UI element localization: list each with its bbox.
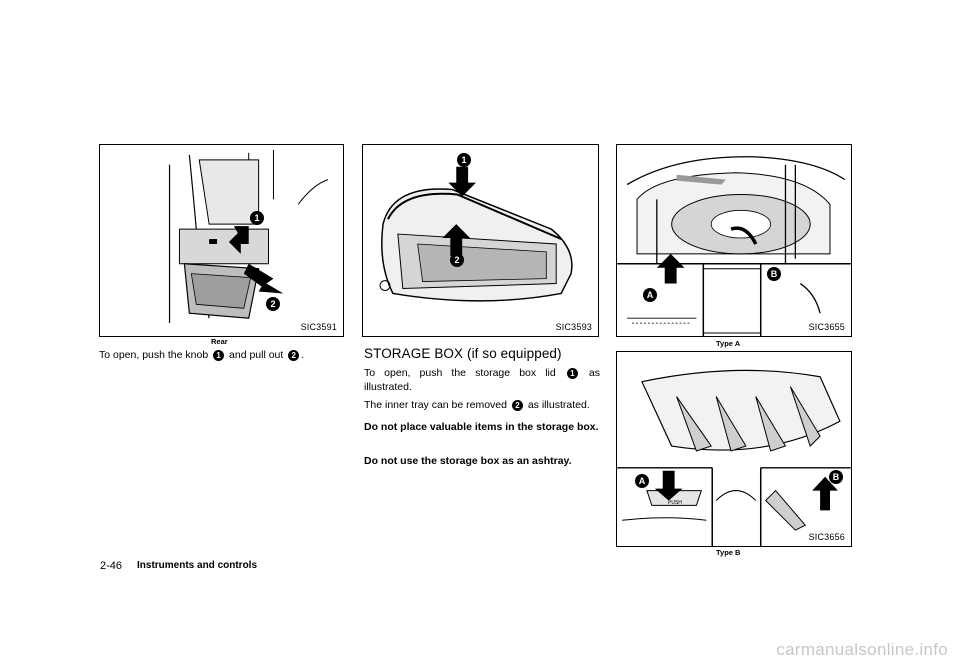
callout-a-badge: A <box>643 288 657 302</box>
figure-rear-ashtray: 1 2 SIC3591 <box>99 144 344 337</box>
storage-box-illustration <box>379 166 573 302</box>
callout-1-inline: 1 <box>213 349 225 361</box>
figure-code: SIC3656 <box>808 532 845 542</box>
callout-2-inline: 2 <box>511 399 523 411</box>
storage-warning-2: Do not use the storage box as an ashtray… <box>364 455 572 467</box>
figure-code: SIC3655 <box>808 322 845 332</box>
section-title: Instruments and controls <box>137 560 258 571</box>
rear-instructions: To open, push the knob 1 and pull out 2. <box>99 348 349 362</box>
rear-ashtray-illustration <box>168 149 329 324</box>
callout-1-badge: 1 <box>250 211 264 225</box>
callout-2-inline: 2 <box>288 349 300 361</box>
figure-code: SIC3591 <box>300 322 337 332</box>
callout-1-badge: 1 <box>457 153 471 167</box>
figure-type-a: A B SIC3655 <box>616 144 852 337</box>
storage-paragraph-1: To open, push the storage box lid 1 as i… <box>364 366 600 394</box>
figure-caption-rear: Rear <box>211 337 228 346</box>
storage-warning-1: Do not place valuable items in the stora… <box>364 421 599 433</box>
type-a-illustration <box>617 156 851 336</box>
watermark: carmanualsonline.info <box>776 640 948 659</box>
storage-p1-after: as illustrated. <box>364 367 600 393</box>
storage-p2-after: as illustrated. <box>527 399 590 411</box>
storage-paragraph-2: The inner tray can be removed 2 as illus… <box>364 398 604 412</box>
figure-code: SIC3593 <box>555 322 592 332</box>
page-number: 2-46 <box>100 560 123 572</box>
callout-a-badge: A <box>635 474 649 488</box>
rear-text-before: To open, push the knob <box>99 349 209 361</box>
figure-type-b: A B PUSH SIC3656 <box>616 351 852 547</box>
rear-text-after: . <box>301 349 305 361</box>
push-label: PUSH <box>668 500 682 506</box>
callout-b-badge: B <box>767 267 781 281</box>
callout-2-badge: 2 <box>266 297 280 311</box>
type-b-illustration <box>617 369 851 546</box>
figure-storage-box: 1 2 SIC3593 <box>362 144 599 337</box>
storage-box-heading: STORAGE BOX (if so equipped) <box>364 346 562 361</box>
callout-2-badge: 2 <box>450 253 464 267</box>
callout-b-badge: B <box>829 470 843 484</box>
rear-text-middle: and pull out <box>229 349 284 361</box>
figure-caption-type-a: Type A <box>716 339 741 348</box>
figure-caption-type-b: Type B <box>716 548 741 557</box>
callout-1-inline: 1 <box>566 367 578 379</box>
storage-p2-before: The inner tray can be removed <box>364 399 507 411</box>
storage-p1-before: To open, push the storage box lid <box>364 367 556 379</box>
